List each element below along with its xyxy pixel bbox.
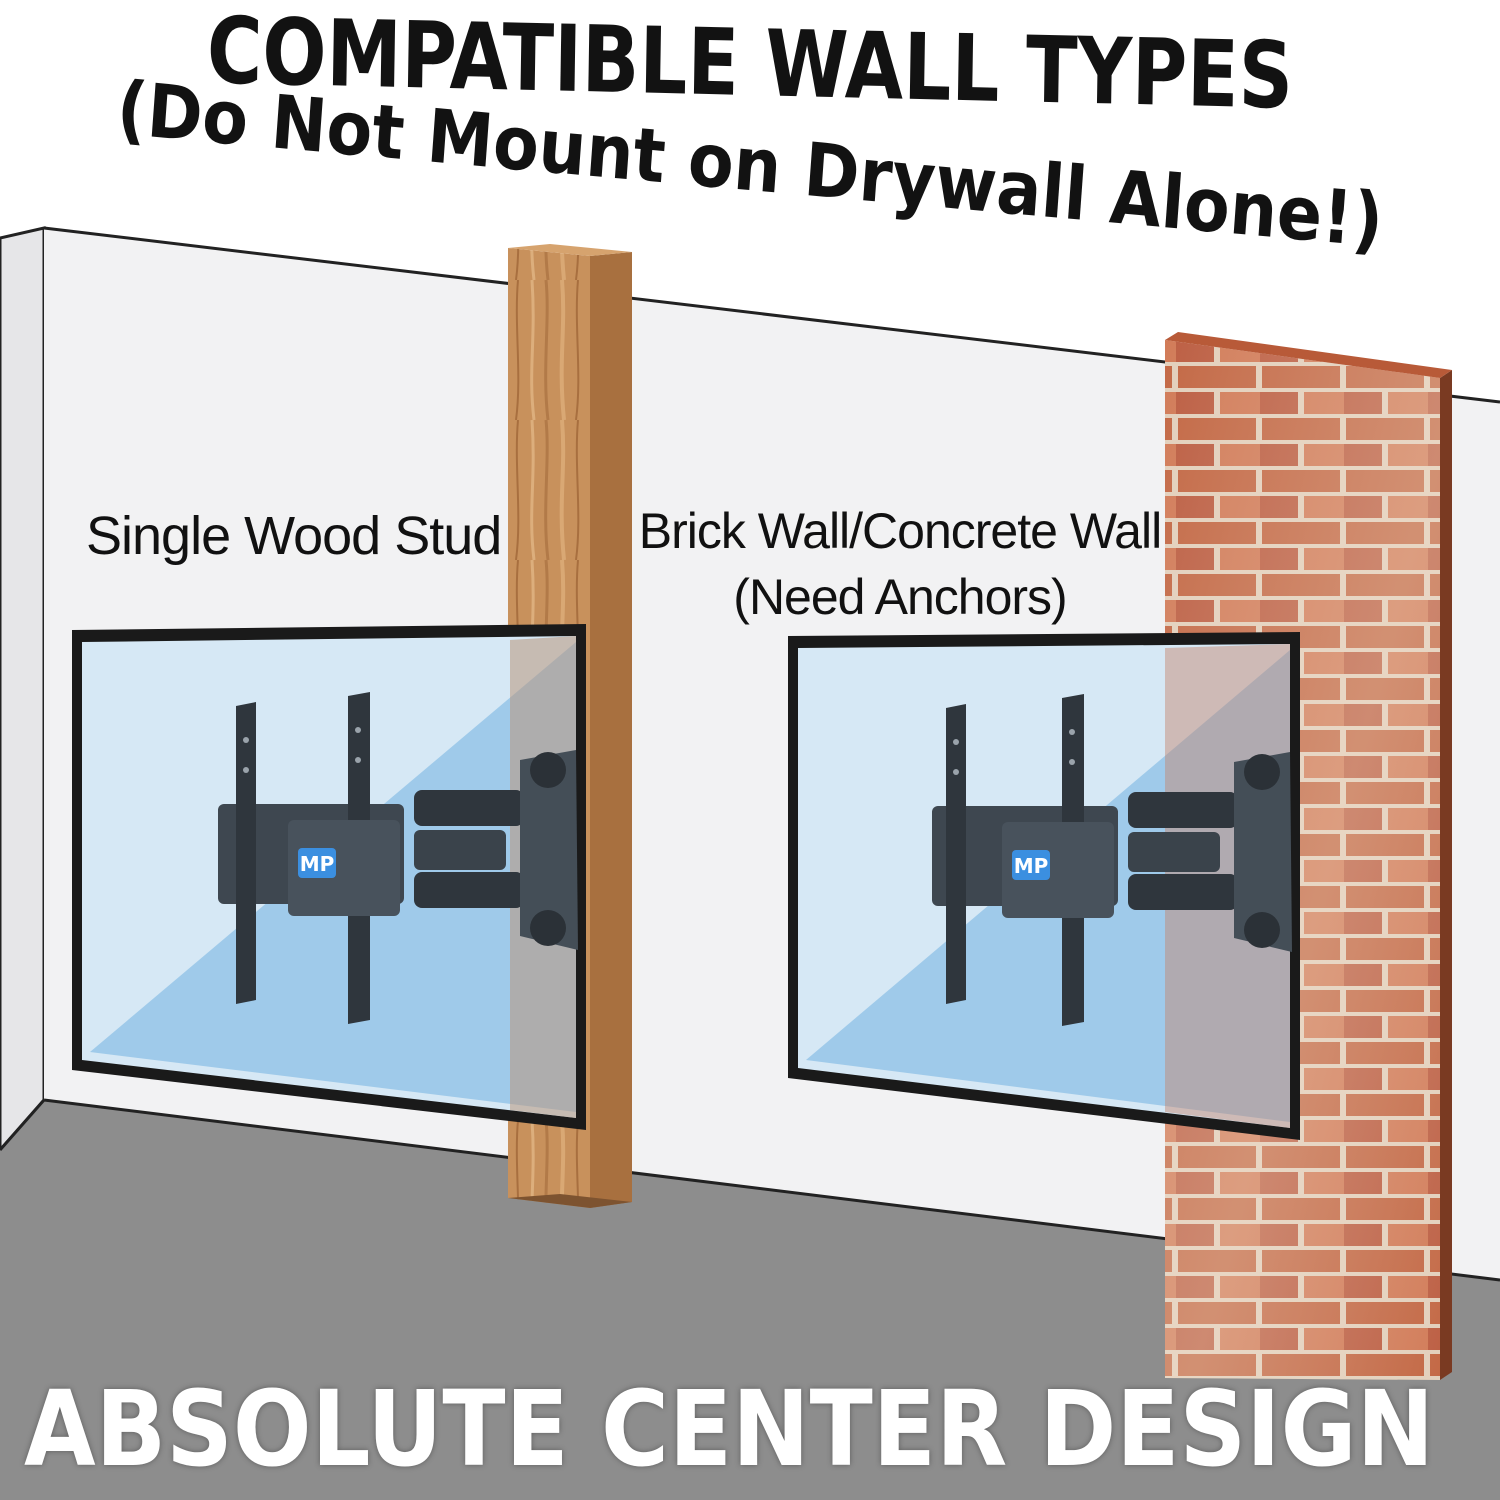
mp-logo-icon: MP [298,848,336,878]
side-wall [0,226,46,1153]
brick-wall-label: Brick Wall/Concrete Wall [638,503,1162,559]
mp-logo-icon: MP [1012,850,1050,880]
mp-logo-text: MP [300,852,335,876]
mp-logo-text: MP [1014,854,1049,878]
floor [0,1100,1500,1500]
wood-stud-label: Single Wood Stud [86,506,502,566]
brick-wall-label-group: Brick Wall/Concrete Wall (Need Anchors) [630,498,1170,630]
footer-banner: ABSOLUTE CENTER DESIGN [24,1368,1435,1490]
brick-wall-sublabel: (Need Anchors) [733,569,1067,625]
